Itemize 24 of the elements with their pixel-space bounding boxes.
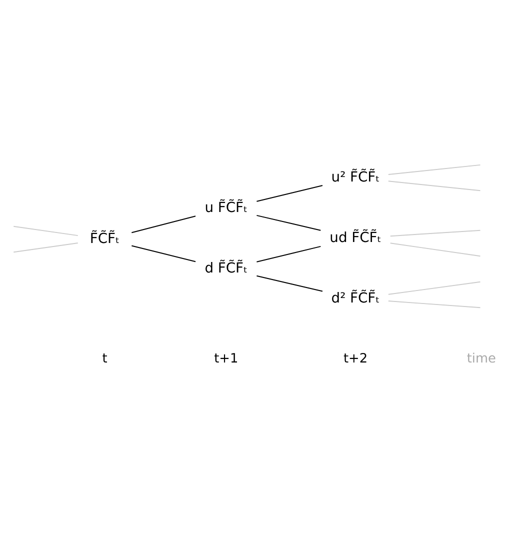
label: t+1 [214,351,238,366]
node-text: u F̃C̃F̃ₜ [204,200,248,216]
connector [256,274,323,292]
node-text: ud F̃C̃F̃ₜ [330,229,382,246]
node-text: d² F̃C̃F̃ₜ [331,290,380,306]
label: t+2 [344,351,368,366]
node-text: d F̃C̃F̃ₜ [204,260,248,276]
connector [390,229,481,236]
connector [13,242,78,252]
connector [256,184,323,202]
connector [256,214,322,230]
connector [131,215,196,233]
connector [256,245,322,262]
connector [388,280,481,294]
connector [390,242,481,256]
node-text: F̃C̃F̃ₜ [90,230,120,246]
connector [13,225,78,236]
node-text: u² F̃C̃F̃ₜ [331,168,380,185]
connector [388,300,481,308]
connector [388,164,481,174]
connector [388,180,481,191]
label: t [102,351,108,366]
label: time [466,351,496,366]
connector [131,244,196,262]
